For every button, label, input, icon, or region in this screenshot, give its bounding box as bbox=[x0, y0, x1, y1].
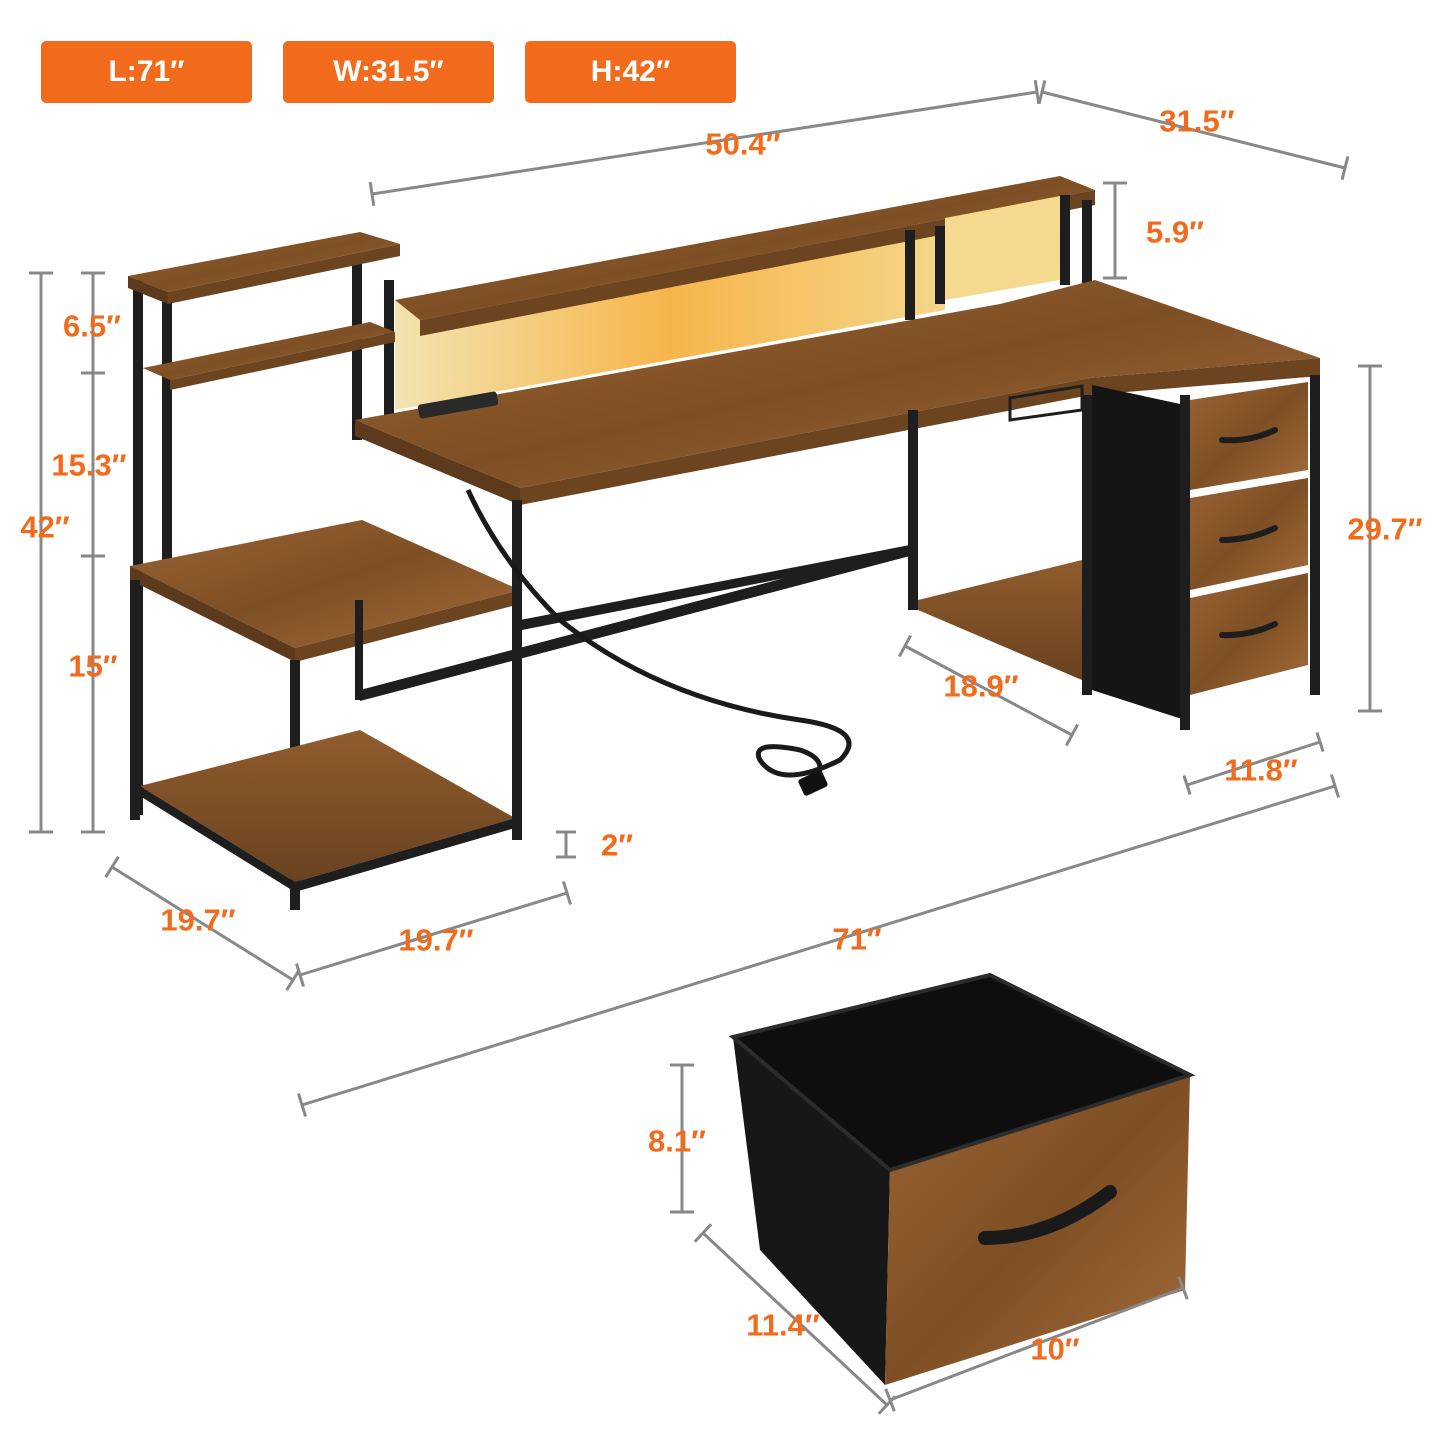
dimline-desk-top-length bbox=[368, 79, 1041, 207]
dimline-desk-height bbox=[1358, 364, 1382, 713]
dim-lower-shelf-gap: 15″ bbox=[68, 648, 118, 684]
dimline-shelf-unit-depth bbox=[104, 856, 301, 991]
height-badge-label: H:42″ bbox=[590, 55, 671, 88]
dimline-drawer-height bbox=[670, 1063, 694, 1214]
dimline-total-height bbox=[29, 271, 53, 834]
length-badge: L:71″ bbox=[41, 41, 252, 103]
dimension-lines bbox=[29, 79, 1382, 1415]
dimline-drawer-unit-width bbox=[1182, 732, 1325, 795]
dim-drawer-unit-width: 11.8″ bbox=[1224, 752, 1298, 788]
dim-top-shelf-gap: 6.5″ bbox=[63, 308, 121, 344]
width-badge: W:31.5″ bbox=[283, 41, 494, 103]
dim-shelf-unit-depth: 19.7″ bbox=[160, 902, 236, 938]
dimline-shelf-stack bbox=[81, 271, 105, 834]
dim-hutch-height: 5.9″ bbox=[1146, 214, 1204, 250]
dimline-total-length bbox=[297, 774, 1340, 1117]
dim-middle-shelf-gap: 15.3″ bbox=[51, 447, 127, 483]
fabric-drawer bbox=[728, 972, 1196, 1385]
height-badge: H:42″ bbox=[525, 41, 736, 103]
dimline-floor-clearance bbox=[556, 830, 576, 859]
dim-drawer-depth: 11.4″ bbox=[746, 1307, 820, 1343]
power-cord bbox=[465, 488, 852, 782]
dim-desk-height: 29.7″ bbox=[1347, 511, 1423, 547]
dim-desk-depth: 31.5″ bbox=[1159, 103, 1235, 139]
dimline-drawer-width bbox=[884, 1276, 1189, 1412]
dim-drawer-width: 10″ bbox=[1030, 1331, 1080, 1367]
desk-top bbox=[355, 280, 1320, 840]
dim-total-height: 42″ bbox=[20, 509, 70, 545]
dimline-shelf-unit-width bbox=[295, 881, 572, 987]
monitor-hutch bbox=[395, 176, 1095, 410]
dimline-hutch-height bbox=[1103, 181, 1127, 280]
plug-icon bbox=[798, 770, 828, 796]
dim-drawer-height: 8.1″ bbox=[648, 1123, 706, 1159]
dimline-desk-depth bbox=[1037, 79, 1350, 181]
dim-bottom-shelf-depth: 18.9″ bbox=[943, 668, 1019, 704]
width-badge-label: W:31.5″ bbox=[333, 55, 444, 88]
dim-total-length: 71″ bbox=[832, 921, 882, 957]
dim-floor-clearance: 2″ bbox=[600, 827, 634, 863]
drawer-unit bbox=[918, 375, 1320, 730]
length-badge-label: L:71″ bbox=[108, 55, 185, 88]
power-outlet-icon bbox=[417, 391, 499, 419]
dim-shelf-unit-width: 19.7″ bbox=[398, 922, 474, 958]
dim-desk-top-length: 50.4″ bbox=[705, 126, 781, 162]
dimline-bottom-shelf-depth bbox=[898, 634, 1079, 747]
